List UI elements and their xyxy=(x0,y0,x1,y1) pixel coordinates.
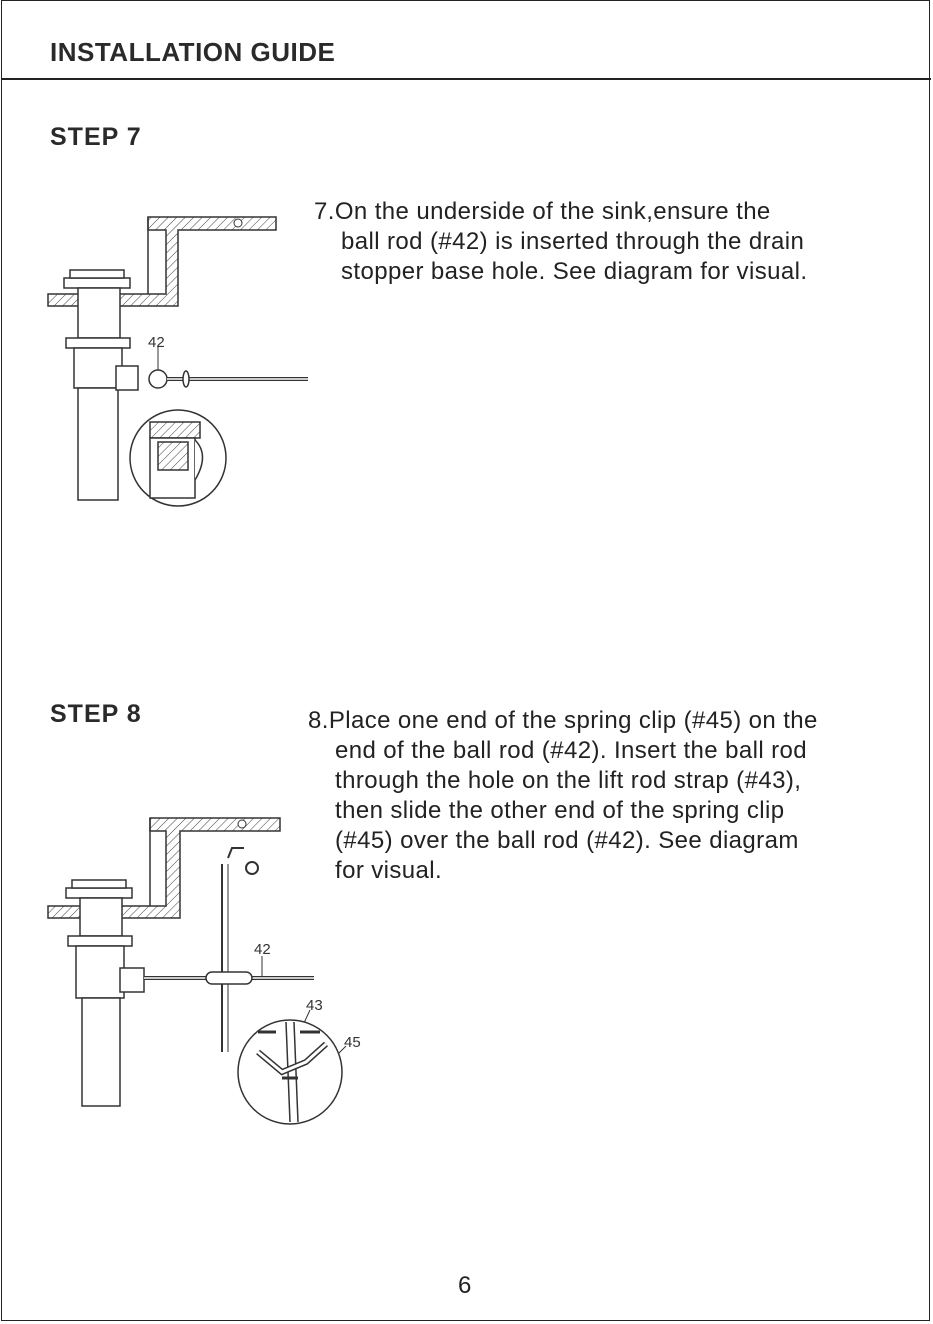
step-7-line: stopper base hole. See diagram for visua… xyxy=(341,258,808,285)
detail-circle xyxy=(129,409,227,507)
detail-circle xyxy=(237,1019,343,1125)
sink-counter xyxy=(47,817,281,919)
drain-body xyxy=(63,269,139,501)
step-8-line: through the hole on the lift rod strap (… xyxy=(335,767,802,794)
step-8-line: then slide the other end of the spring c… xyxy=(335,797,785,824)
step-8-diagram: 42 43 45 xyxy=(47,817,361,1125)
callout-label-43: 43 xyxy=(306,997,323,1014)
ball-rod-42 xyxy=(148,369,308,389)
callout-42: 42 xyxy=(254,941,271,976)
step-7-diagram: 42 xyxy=(47,216,308,507)
step-7-instructions: 7.On the underside of the sink,ensure th… xyxy=(314,197,807,287)
ball-rod-42 xyxy=(144,971,314,985)
step-8-line: for visual. xyxy=(335,857,443,884)
callout-label-42: 42 xyxy=(254,941,271,958)
step-7-title: STEP 7 xyxy=(50,123,142,151)
step-7-line: 7.On the underside of the sink,ensure th… xyxy=(314,198,771,225)
step-8-instructions: 8.Place one end of the spring clip (#45)… xyxy=(308,706,818,886)
lift-rod-strap-43 xyxy=(221,847,259,1052)
step-7-line: ball rod (#42) is inserted through the d… xyxy=(341,228,805,255)
step-8-line: end of the ball rod (#42). Insert the ba… xyxy=(335,737,808,764)
sink-counter xyxy=(47,216,277,307)
header-divider xyxy=(1,78,931,80)
callout-label-45: 45 xyxy=(344,1034,361,1051)
drain-body xyxy=(65,879,145,1107)
callout-label-42: 42 xyxy=(148,334,165,351)
step-8-line: 8.Place one end of the spring clip (#45)… xyxy=(308,707,818,734)
page-title: INSTALLATION GUIDE xyxy=(50,37,336,67)
page-number: 6 xyxy=(458,1272,472,1299)
step-8-title: STEP 8 xyxy=(50,700,142,728)
callout-42: 42 xyxy=(148,334,165,370)
step-8-line: (#45) over the ball rod (#42). See diagr… xyxy=(335,827,799,854)
